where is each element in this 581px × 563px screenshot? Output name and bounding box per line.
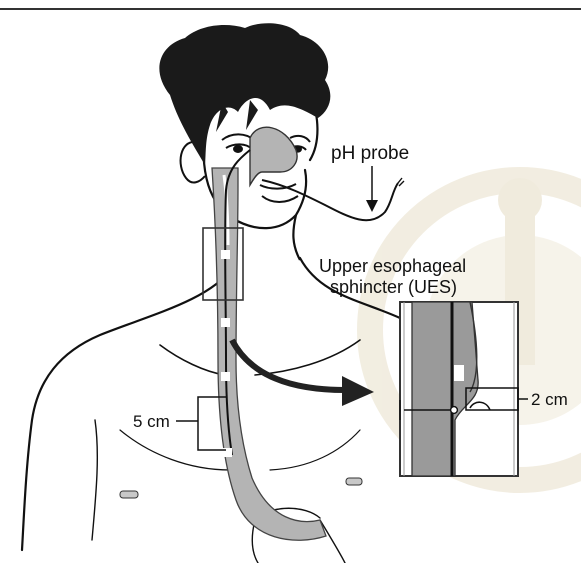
sensor-1	[221, 250, 230, 259]
zoom-arrow	[232, 340, 345, 390]
two-cm-label: 2 cm	[531, 390, 568, 409]
torso	[22, 258, 400, 563]
ues-label-line2: sphincter (UES)	[330, 277, 457, 297]
hair	[159, 23, 330, 165]
sensor-3	[221, 372, 230, 381]
ues-label-line1: Upper esophageal	[319, 256, 466, 276]
ph-probe-label: pH probe	[331, 143, 409, 164]
sensor-2	[221, 318, 230, 327]
nasopharynx	[250, 127, 297, 185]
five-cm-label: 5 cm	[133, 412, 170, 431]
left-nipple	[120, 491, 138, 498]
magnified-inset	[400, 302, 518, 476]
ph-probe-arrowhead	[366, 200, 378, 212]
right-nipple	[346, 478, 362, 485]
